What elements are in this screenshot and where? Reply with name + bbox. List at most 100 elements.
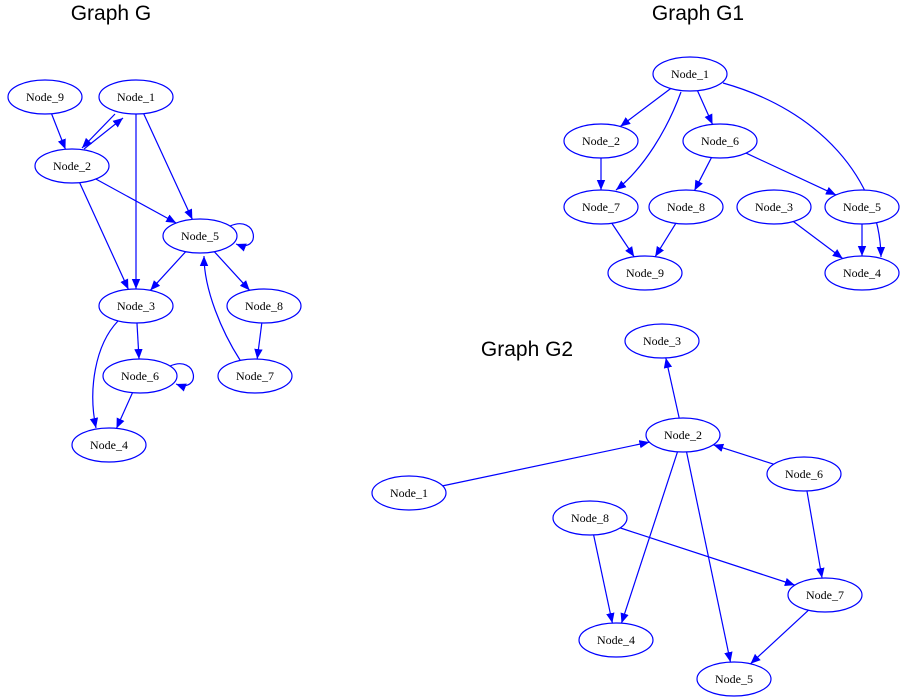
graph-g1-node-label: Node_8 xyxy=(667,200,705,214)
graph-g2-node-shape xyxy=(645,417,721,453)
graph-g1-node-shape xyxy=(736,189,812,225)
graph-g2-node-node-1: Node_1 xyxy=(371,475,447,511)
graph-g1-edge-node-3-to-node-4 xyxy=(792,221,844,259)
graph-g-node-node-5: Node_5 xyxy=(162,218,238,254)
graph-g1-edge-node-6-to-node-8 xyxy=(693,157,713,191)
graph-g2-node-label: Node_1 xyxy=(390,486,428,500)
graph-g1-node-node-2: Node_2 xyxy=(563,123,639,159)
graph-g1-node-label: Node_6 xyxy=(701,134,739,148)
graph-g-node-node-2: Node_2 xyxy=(34,148,110,184)
graph-g2-node-label: Node_6 xyxy=(785,467,823,481)
graph-g2-node-shape xyxy=(696,661,772,697)
graph-g2-node-node-3: Node_3 xyxy=(624,323,700,359)
graph-g-node-label: Node_6 xyxy=(121,369,159,383)
graph-g2-node-shape xyxy=(578,622,654,658)
graph-g1-node-label: Node_1 xyxy=(671,67,709,81)
graph-g2-node-label: Node_7 xyxy=(806,588,844,602)
graph-g-node-node-8: Node_8 xyxy=(226,288,302,324)
graph-g-node-shape xyxy=(217,358,293,394)
graph-g-node-node-3: Node_3 xyxy=(98,288,174,324)
graph-g-node-node-6: Node_6 xyxy=(102,358,178,394)
graph-g-node-label: Node_3 xyxy=(117,299,155,313)
graph-g-node-node-7: Node_7 xyxy=(217,358,293,394)
graph-g1-node-shape xyxy=(652,56,728,92)
graph-g-node-label: Node_2 xyxy=(53,159,91,173)
graph-g1-node-shape xyxy=(824,255,900,291)
graph-g2-node-label: Node_4 xyxy=(597,633,635,647)
graph-g1-node-node-4: Node_4 xyxy=(824,255,900,291)
graph-g1-node-label: Node_3 xyxy=(755,200,793,214)
graph-g2-edge-node-7-to-node-5 xyxy=(750,609,809,665)
graph-g1-node-shape xyxy=(563,189,639,225)
graph-g1-node-label: Node_5 xyxy=(843,200,881,214)
graph-g2-node-node-8: Node_8 xyxy=(552,500,628,536)
graph-g1-node-node-1: Node_1 xyxy=(652,56,728,92)
graph-g2-node-label: Node_8 xyxy=(571,511,609,525)
graph-g1-node-node-7: Node_7 xyxy=(563,189,639,225)
graph-g1-node-node-6: Node_6 xyxy=(682,123,758,159)
graph-g1-edge-node-8-to-node-9 xyxy=(654,223,677,257)
graph-g-node-shape xyxy=(98,288,174,324)
graph-g2-edge-node-6-to-node-7 xyxy=(806,490,825,579)
graph-g2-node-shape xyxy=(766,456,842,492)
graph-g-edge-node-8-to-node-7 xyxy=(254,322,263,360)
graph-g-node-node-4: Node_4 xyxy=(71,427,147,463)
graph-g1-title: Graph G1 xyxy=(652,2,744,25)
graph-g2-node-node-7: Node_7 xyxy=(787,577,863,613)
graph-g2-node-node-5: Node_5 xyxy=(696,661,772,697)
graph-g-node-shape xyxy=(162,218,238,254)
graph-g-edge-node-6-to-node-4 xyxy=(115,392,134,429)
graph-g1-edge-node-1-to-node-4 xyxy=(722,82,886,258)
graph-g1-node-node-3: Node_3 xyxy=(736,189,812,225)
graph-g-node-label: Node_9 xyxy=(26,90,64,104)
graph-g1-node-node-5: Node_5 xyxy=(824,189,900,225)
graph-g2-edge-node-8-to-node-7 xyxy=(619,527,796,587)
graph-g-edge-node-6-to-node-6 xyxy=(169,363,194,392)
graph-g2-node-shape xyxy=(624,323,700,359)
graph-g1-node-shape xyxy=(648,189,724,225)
graph-g1-node-label: Node_2 xyxy=(582,134,620,148)
graph-g2-node-shape xyxy=(552,500,628,536)
graph-g1-edge-node-1-to-node-2 xyxy=(619,88,672,127)
graph-g2-node-label: Node_3 xyxy=(643,334,681,348)
graph-g-edge-node-5-to-node-5 xyxy=(229,223,254,252)
graph-g2-edge-node-8-to-node-4 xyxy=(593,534,615,624)
graph-g1-edges xyxy=(596,82,886,259)
graph-g1-node-node-8: Node_8 xyxy=(648,189,724,225)
graph-g2: Graph G2 Node_3Node_2Node_6Node_1Node_8N… xyxy=(371,323,863,697)
graph-g-edge-node-3-to-node-6 xyxy=(134,322,143,360)
graph-g-edges xyxy=(50,113,263,429)
graph-g-edge-node-1-to-node-2 xyxy=(81,113,116,149)
graph-g-node-label: Node_5 xyxy=(181,229,219,243)
graph-g2-edge-node-6-to-node-2 xyxy=(713,443,774,465)
graph-g1-edge-node-7-to-node-9 xyxy=(611,222,635,258)
graph-g-node-node-9: Node_9 xyxy=(7,79,83,115)
graph-g-node-node-1: Node_1 xyxy=(98,79,174,115)
graph-g1-node-label: Node_9 xyxy=(626,266,664,280)
graph-g1-node-label: Node_4 xyxy=(843,266,881,280)
graph-g2-node-label: Node_2 xyxy=(664,428,702,442)
graph-g2-node-node-4: Node_4 xyxy=(578,622,654,658)
graph-g-edge-node-9-to-node-2 xyxy=(50,113,67,150)
graph-g1-node-node-9: Node_9 xyxy=(607,255,683,291)
graph-g2-nodes: Node_3Node_2Node_6Node_1Node_8Node_7Node… xyxy=(371,323,863,697)
graph-g2-node-shape xyxy=(787,577,863,613)
graph-g-node-shape xyxy=(226,288,302,324)
graph-g2-node-shape xyxy=(371,475,447,511)
graph-g1-node-shape xyxy=(607,255,683,291)
graph-g-node-shape xyxy=(71,427,147,463)
graph-g2-edges xyxy=(442,357,825,665)
graph-g2-node-node-6: Node_6 xyxy=(766,456,842,492)
graph-g1-edge-node-1-to-node-6 xyxy=(696,90,714,125)
graph-g-node-label: Node_4 xyxy=(90,438,128,452)
graph-g1-edge-node-1-to-node-7 xyxy=(615,91,682,191)
graph-g-node-label: Node_8 xyxy=(245,299,283,313)
graph-g2-node-node-2: Node_2 xyxy=(645,417,721,453)
graph-g2-edge-node-2-to-node-3 xyxy=(663,357,680,419)
graph-g-edge-node-2-to-node-5 xyxy=(95,178,177,224)
